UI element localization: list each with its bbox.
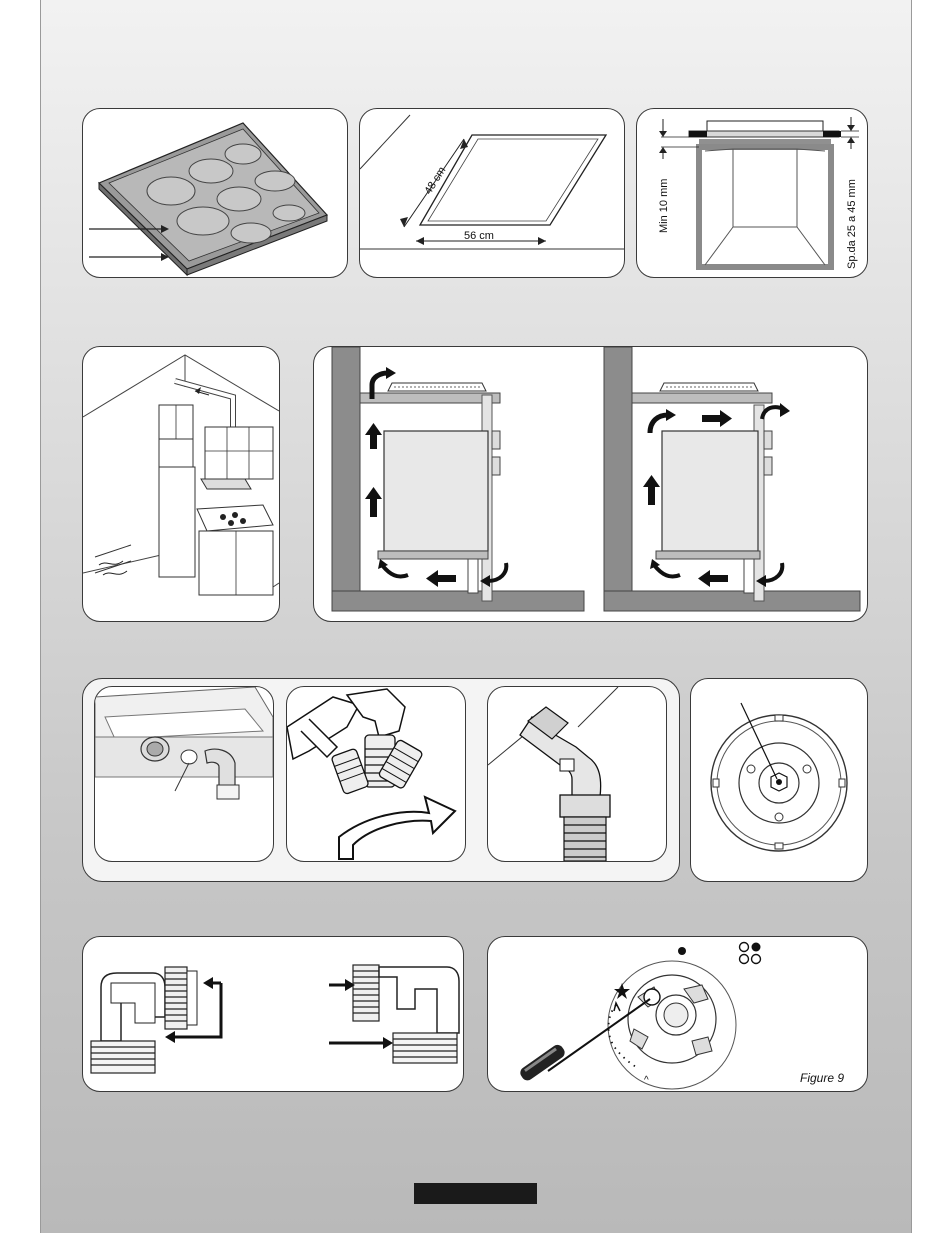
wrench-tightening-illustration: [286, 686, 466, 862]
hob-gasket-illustration: [82, 108, 348, 278]
thickness-label: Sp.da 25 a 45 mm: [846, 179, 858, 269]
worktop-section-diagram: Min 10 mm Sp.da 25 a 45 mm: [636, 108, 868, 278]
width-label: 56 cm: [464, 230, 494, 242]
airflow-sections-frame: [313, 346, 868, 622]
elbow-fitting-illustration: [487, 686, 667, 862]
cutout-dimensions-diagram: 48 cm 56 cm: [359, 108, 625, 278]
gas-inlet-detail: [94, 686, 274, 862]
page-number-bar: [414, 1183, 537, 1204]
svg-text:^: ^: [644, 1075, 649, 1086]
minimum-flame-adjustment-figure: ^ Figure 9: [487, 936, 868, 1092]
connector-assembly-diagram: [82, 936, 464, 1092]
burner-injector-view: [690, 678, 868, 882]
figure-caption: Figure 9: [800, 1071, 844, 1085]
kitchen-ventilation-illustration: [82, 346, 280, 622]
min-gap-label: Min 10 mm: [658, 179, 670, 233]
